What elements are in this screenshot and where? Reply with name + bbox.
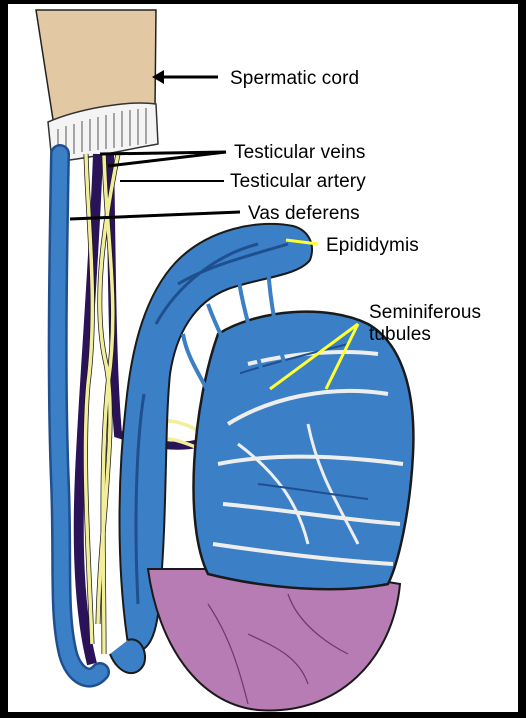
testis-cut-section — [194, 312, 414, 590]
leader-testicular-veins-2 — [100, 152, 226, 154]
spermatic-cord-sheath — [36, 10, 158, 162]
label-seminiferous-line2: tubules — [369, 324, 481, 346]
testis-capsule — [148, 569, 400, 710]
label-testicular-artery: Testicular artery — [230, 171, 366, 193]
label-spermatic-cord: Spermatic cord — [230, 68, 359, 90]
label-seminiferous-line1: Seminiferous — [369, 302, 481, 324]
label-testicular-veins: Testicular veins — [234, 142, 365, 164]
label-vas-deferens: Vas deferens — [248, 203, 360, 225]
diagram-panel: Spermatic cord Testicular veins Testicul… — [8, 4, 518, 712]
label-seminiferous-tubules: Seminiferous tubules — [369, 302, 481, 346]
anatomy-illustration — [8, 4, 518, 712]
label-epididymis: Epididymis — [326, 235, 419, 257]
